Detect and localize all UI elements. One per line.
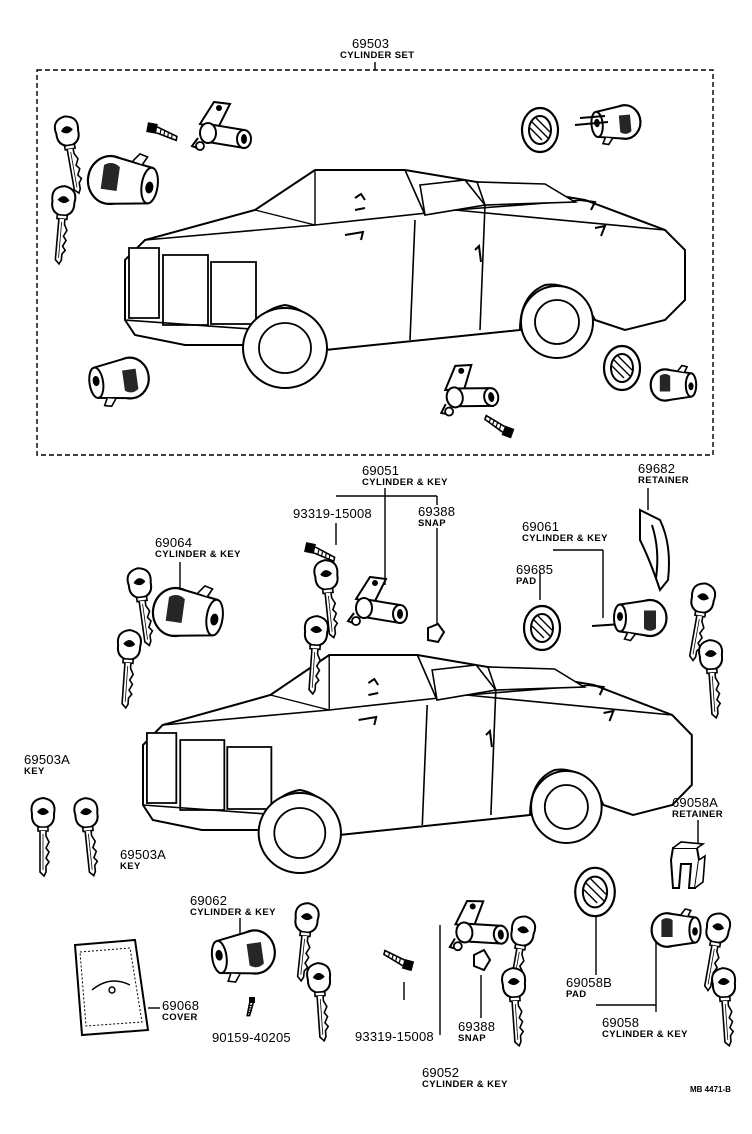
car-outline-icon	[124, 169, 686, 389]
cover-name: COVER	[162, 1012, 198, 1023]
bottom-cylinder-number: 69052	[422, 1065, 460, 1080]
pad-ring-icon	[522, 604, 562, 652]
retainer-bottom-number: 69058A	[672, 795, 719, 810]
lock-cylinder-icon	[148, 578, 228, 644]
diagram-reference: MB 4471-B	[690, 1085, 731, 1094]
right-cylinder-name: CYLINDER & KEY	[522, 533, 608, 544]
door-cylinder-number: 69051	[362, 463, 400, 478]
screw-icon	[144, 121, 180, 142]
screw-top-number: 93319-15008	[293, 506, 372, 521]
ignition-cylinder-name: CYLINDER & KEY	[190, 907, 276, 918]
key-icon	[52, 113, 91, 197]
key-icon	[305, 961, 336, 1043]
key-icon	[72, 795, 106, 878]
bottom-cylinder-name: CYLINDER & KEY	[422, 1079, 508, 1090]
key-icon	[30, 797, 56, 877]
snap-top-number: 69388	[418, 504, 456, 519]
trunk-cylinder-number: 69058	[602, 1015, 640, 1030]
retainer-top-name: RETAINER	[638, 475, 690, 486]
left-cylinder-number: 69064	[155, 535, 193, 550]
lock-cylinder-icon	[85, 354, 154, 410]
retainer-clip-icon	[640, 510, 669, 590]
key-icon	[112, 628, 143, 710]
retainer-clip-icon	[670, 841, 706, 889]
key-icon	[697, 638, 728, 720]
pad-top-number: 69685	[516, 562, 554, 577]
lock-cylinder-icon	[191, 101, 252, 151]
screw-icon	[380, 949, 416, 972]
key-icon	[710, 966, 741, 1048]
pad-bottom-name: PAD	[566, 989, 587, 1000]
screw-icon	[302, 541, 338, 563]
key-icon	[500, 966, 531, 1048]
lock-cylinder-icon	[589, 103, 643, 147]
door-cylinder-name: CYLINDER & KEY	[362, 477, 448, 488]
key-b-number: 69503A	[120, 847, 167, 862]
lock-cylinder-icon	[208, 926, 280, 986]
lock-cylinder-icon	[613, 599, 668, 642]
screw-bottom-number: 93319-15008	[355, 1029, 434, 1044]
lock-cylinder-icon	[649, 364, 697, 402]
ignition-cylinder-number: 69062	[190, 893, 228, 908]
key-stub-icon	[575, 116, 608, 125]
key-b-name: KEY	[120, 861, 141, 872]
pad-ring-icon	[602, 344, 642, 392]
pad-ring-icon	[573, 866, 617, 918]
cylinder-set-number: 69503	[352, 36, 390, 51]
right-cylinder-number: 69061	[522, 519, 560, 534]
screw-icon	[481, 414, 517, 440]
retainer-bottom-name: RETAINER	[672, 809, 724, 820]
key-a-number: 69503A	[24, 752, 71, 767]
lock-cylinder-icon	[347, 576, 408, 626]
snap-clip-icon	[474, 950, 490, 970]
pad-bottom-number: 69058B	[566, 975, 613, 990]
snap-bottom-number: 69388	[458, 1019, 496, 1034]
bolt-number: 90159-40205	[212, 1030, 291, 1045]
lock-cylinder-icon	[650, 908, 702, 948]
snap-bottom-name: SNAP	[458, 1033, 486, 1044]
car-outline-icon	[142, 654, 693, 874]
snap-top-name: SNAP	[418, 518, 446, 529]
snap-clip-icon	[428, 624, 444, 642]
key-icon	[45, 184, 78, 266]
screw-icon	[246, 996, 256, 1017]
trunk-cylinder-name: CYLINDER & KEY	[602, 1029, 688, 1040]
left-cylinder-name: CYLINDER & KEY	[155, 549, 241, 560]
key-a-name: KEY	[24, 766, 45, 777]
retainer-top-number: 69682	[638, 461, 676, 476]
lock-cylinder-icon	[444, 896, 510, 953]
pad-ring-icon	[520, 106, 560, 154]
lock-cylinder-icon	[83, 146, 163, 212]
cover-number: 69068	[162, 998, 200, 1013]
lock-cylinder-icon	[432, 358, 502, 418]
pad-top-name: PAD	[516, 576, 537, 587]
cylinder-set-name: CYLINDER SET	[340, 50, 415, 61]
